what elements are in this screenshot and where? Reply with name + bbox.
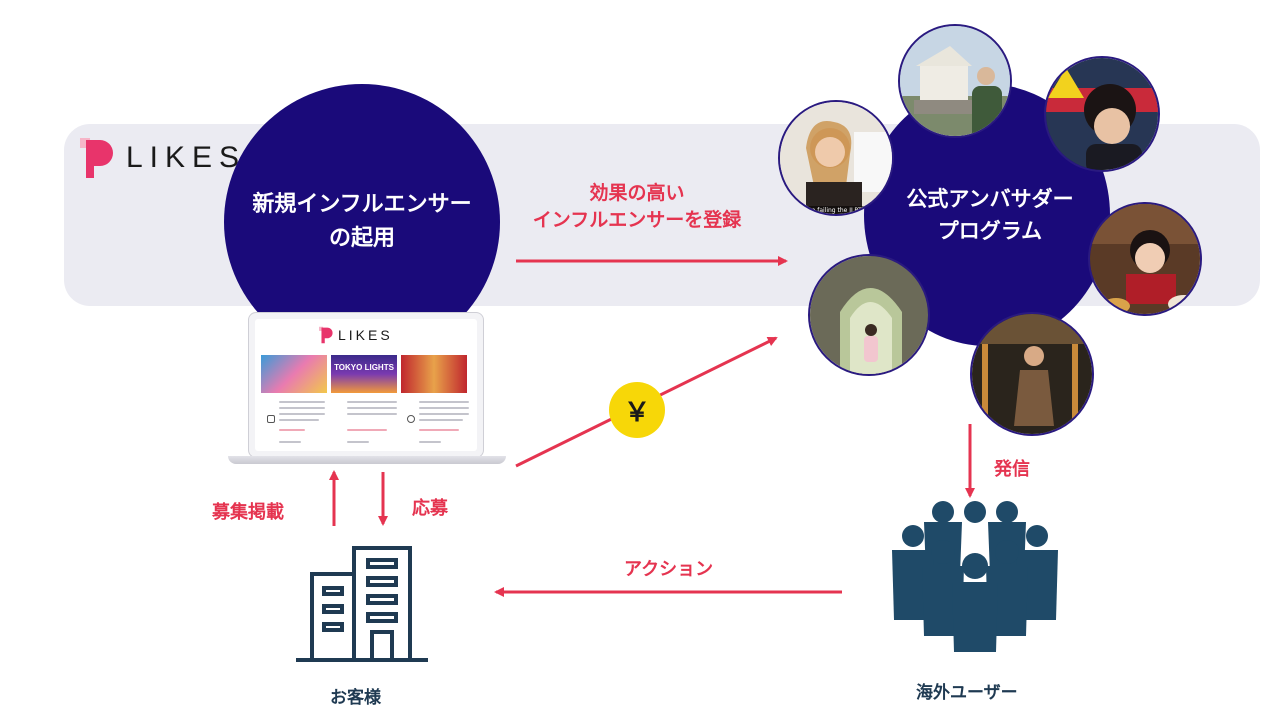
new-influencer-line-2: の起用 <box>328 226 395 251</box>
card-line <box>347 441 369 443</box>
influencer-photo-woman-reading: before failing the JLPT <box>778 100 894 216</box>
card-line <box>419 419 463 421</box>
ambassador-line-1: 公式アンバサダー <box>906 187 1074 211</box>
building-icon <box>296 546 428 662</box>
crowd-icon <box>892 501 1058 652</box>
card-line <box>419 401 469 403</box>
likes-logo-icon <box>80 138 113 178</box>
action-label: アクション <box>624 559 714 580</box>
laptop-thumb-caption: TOKYO LIGHTS <box>334 363 394 372</box>
card-line <box>347 401 397 403</box>
cave-photo-illustration <box>810 256 928 374</box>
laptop-thumb-3 <box>401 355 467 393</box>
influencer-photo-food <box>1088 202 1202 316</box>
card-line <box>279 407 325 409</box>
card-line <box>347 413 397 415</box>
card-line <box>419 429 459 431</box>
laptop-thumb-2: TOKYO LIGHTS <box>331 355 397 393</box>
influencer-photo-cave <box>808 254 930 376</box>
laptop-likes-logo: LIKES <box>319 325 393 345</box>
card-line <box>279 413 325 415</box>
card-icon-3 <box>407 415 415 423</box>
card-line <box>279 401 325 403</box>
apply-label: 応募 <box>412 498 448 519</box>
card-icon-1 <box>267 415 275 423</box>
register-label-line-1: 効果の高い <box>589 182 685 204</box>
likes-logo-text: LIKES <box>126 141 247 174</box>
card-line <box>279 441 301 443</box>
woman-photo-illustration <box>780 102 892 214</box>
card-line <box>347 407 397 409</box>
card-line <box>279 429 305 431</box>
laptop-screen: LIKES TOKYO LIGHTS <box>255 319 477 451</box>
card-line <box>419 413 469 415</box>
post-label: 募集掲載 <box>212 502 284 523</box>
food-photo-illustration <box>1090 204 1200 314</box>
card-line <box>347 429 387 431</box>
overseas-users-caption: 海外ユーザー <box>916 683 1018 703</box>
card-line <box>279 419 319 421</box>
laptop-base <box>228 456 506 464</box>
register-label: 効果の高い インフルエンサーを登録 <box>512 180 762 234</box>
influencer-photo-man <box>1044 56 1160 172</box>
laptop-likes-logo-text: LIKES <box>338 327 393 343</box>
likes-logo: LIKES <box>80 134 246 182</box>
laptop-thumb-1 <box>261 355 327 393</box>
laptop-likes-logo-icon <box>319 326 333 344</box>
card-line <box>419 407 469 409</box>
yen-coin-icon: ￥ <box>609 382 665 438</box>
register-label-line-2: インフルエンサーを登録 <box>532 209 742 231</box>
send-label: 発信 <box>994 459 1030 480</box>
card-line <box>419 441 441 443</box>
man-photo-illustration <box>1046 58 1158 170</box>
woman-photo-subtitle: before failing the JLPT <box>796 207 862 214</box>
ambassador-line-2: プログラム <box>937 219 1043 243</box>
new-influencer-line-1: 新規インフルエンサー <box>252 192 472 217</box>
laptop-icon: LIKES TOKYO LIGHTS <box>248 312 484 458</box>
customer-caption: お客様 <box>330 688 381 708</box>
